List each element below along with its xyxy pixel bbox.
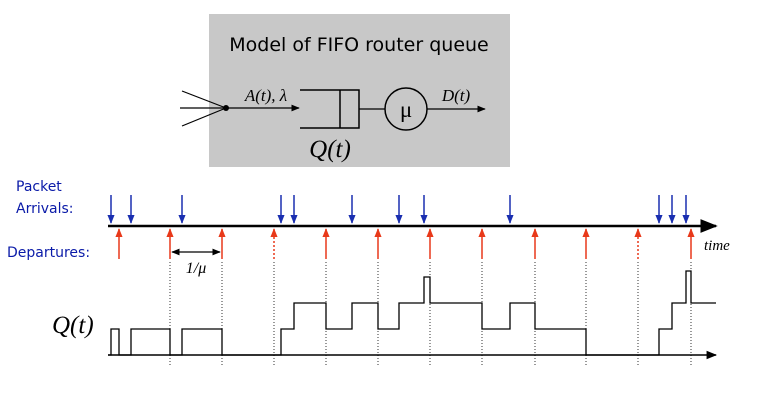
time-axis-label: time <box>704 238 730 254</box>
packet-arrivals-label-line2: Arrivals: <box>16 201 74 217</box>
input-line-3 <box>181 107 227 127</box>
arrival-label: A(t), λ <box>244 86 287 105</box>
queue-plot-label: Q(t) <box>52 312 94 339</box>
queue-length-plot: Q(t) <box>52 270 718 360</box>
queue-label: Q(t) <box>309 136 351 163</box>
server-rate-label: μ <box>400 97 412 122</box>
departure-markers <box>115 228 695 259</box>
model-title: Model of FIFO router queue <box>229 34 488 56</box>
departure-label: D(t) <box>441 86 471 105</box>
queue-model: Model of FIFO router queue A(t), λ Q(t) … <box>180 14 510 167</box>
event-timeline: Packet Arrivals: Departures: time <box>7 179 730 365</box>
departures-label: Departures: <box>7 245 90 261</box>
queue-length-trace <box>108 270 716 356</box>
input-line-1 <box>181 90 227 109</box>
arrival-markers <box>107 195 690 224</box>
service-time-label: 1/μ <box>186 260 206 277</box>
packet-arrivals-label-line1: Packet <box>16 179 62 195</box>
